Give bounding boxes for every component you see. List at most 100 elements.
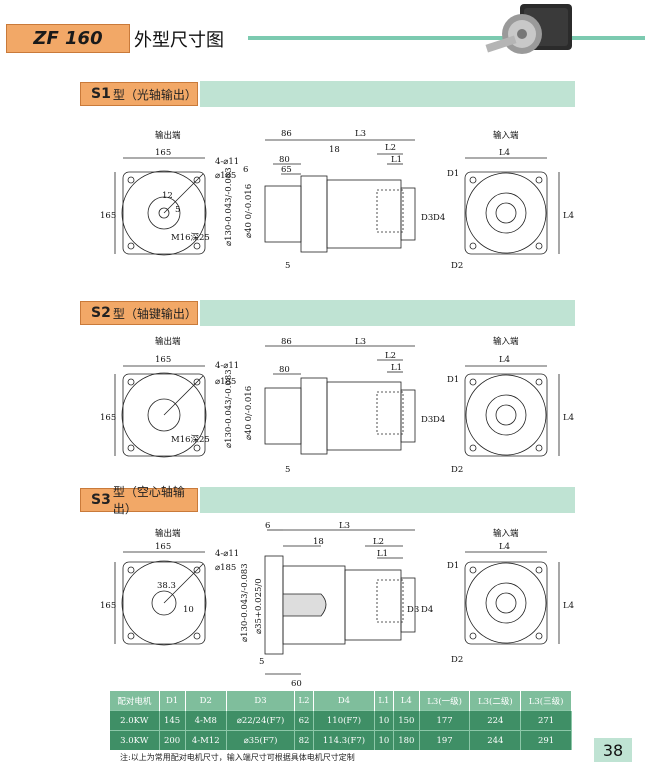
- dim-10: 10: [183, 605, 194, 615]
- header-badge: ZF 160: [6, 24, 130, 53]
- dim-D2: D2: [451, 261, 463, 271]
- s3-drawing: 输出端 输入端 165 165 4-⌀11 ⌀185 38.3 10 6 L3 …: [100, 521, 574, 689]
- dim-L1: L1: [377, 549, 388, 559]
- dim-165: 165: [155, 355, 171, 365]
- dim-L4: L4: [499, 542, 510, 552]
- dim-60: 60: [291, 679, 302, 689]
- dim-L4-v: L4: [563, 211, 574, 221]
- section-s2-badge: S2 型（轴键输出）: [80, 301, 198, 325]
- dim-5: 5: [175, 205, 180, 215]
- col-header: L3(二级): [469, 691, 522, 711]
- dim-65: 65: [281, 165, 292, 175]
- dim-m16: M16深25: [171, 233, 210, 243]
- section-name: 型（空心轴输出）: [112, 485, 185, 516]
- dim-L2: L2: [385, 143, 396, 153]
- table-cell: 180: [393, 730, 420, 750]
- col-header: L2: [294, 691, 314, 711]
- table-cell: 224: [469, 710, 522, 731]
- dim-D3: D3: [421, 213, 433, 223]
- dim-4-11: 4-⌀11: [215, 549, 239, 559]
- col-header: L4: [393, 691, 420, 711]
- section-name: 型（轴键输出）: [112, 306, 197, 321]
- dim-D4: D4: [421, 605, 433, 615]
- table-cell: ⌀22/24(F7): [226, 710, 296, 731]
- table-cell: 177: [419, 710, 471, 731]
- section-code: S2: [91, 305, 111, 321]
- dim-D3: D3: [421, 415, 433, 425]
- dim-L4-v: L4: [563, 413, 574, 423]
- dim-L3: L3: [355, 129, 366, 139]
- dim-phi130: ⌀130-0.043/-0.083: [240, 563, 250, 642]
- dim-L1: L1: [391, 155, 402, 165]
- table-row: 2.0KW 145 4-M8 ⌀22/24(F7) 62 110(F7) 10 …: [110, 710, 572, 731]
- dim-86: 86: [281, 129, 292, 139]
- dim-phi130: ⌀130-0.043/-0.083: [224, 369, 234, 448]
- col-header: D1: [159, 691, 186, 711]
- dim-86: 86: [281, 337, 292, 347]
- table-cell: 110(F7): [313, 710, 375, 731]
- gearbox-photo: [485, 4, 572, 54]
- col-header: L3(三级): [520, 691, 572, 711]
- col-header: D4: [313, 691, 375, 711]
- table-cell: 244: [469, 730, 522, 750]
- section-code: S3: [91, 492, 111, 508]
- table-cell: 2.0KW: [110, 710, 160, 731]
- dim-5b: 5: [285, 465, 290, 475]
- table-cell: 3.0KW: [110, 730, 160, 750]
- col-header: 配对电机: [110, 691, 160, 711]
- s1-drawing: 输出端 输入端 165 165 4-⌀11 ⌀185 12 5 M16深25 8…: [100, 129, 574, 271]
- dim-L1: L1: [391, 363, 402, 373]
- dim-18: 18: [329, 145, 340, 155]
- dim-D2: D2: [451, 465, 463, 475]
- dim-80: 80: [279, 155, 290, 165]
- dim-185: ⌀185: [215, 171, 236, 181]
- input-end-label: 输入端: [493, 528, 519, 539]
- table-cell: 291: [520, 730, 572, 750]
- input-end-label: 输入端: [493, 336, 519, 347]
- table-cell: 197: [419, 730, 471, 750]
- dim-D4: D4: [433, 415, 445, 425]
- dim-D1: D1: [447, 375, 459, 385]
- header-divider: [248, 36, 645, 40]
- dim-185: ⌀185: [215, 377, 236, 387]
- dim-5b: 5: [285, 261, 290, 271]
- table-cell: 150: [393, 710, 420, 731]
- dim-D1: D1: [447, 561, 459, 571]
- col-header: D2: [185, 691, 228, 711]
- s2-drawing: 输出端 输入端 165 165 4-⌀11 ⌀185 M16深25 86 L3 …: [100, 336, 574, 475]
- dim-18: 18: [313, 537, 324, 547]
- dim-6: 6: [243, 165, 248, 175]
- dim-38: 38.3: [157, 581, 176, 591]
- output-end-label: 输出端: [155, 336, 181, 347]
- dim-phi35: ⌀35+0.025/0: [254, 578, 264, 634]
- dim-D2: D2: [451, 655, 463, 665]
- page-title: 外型尺寸图: [134, 30, 224, 51]
- dim-phi130: ⌀130-0.043/-0.083: [224, 167, 234, 246]
- table-cell: ⌀35(F7): [226, 730, 296, 750]
- section-s1-badge: S1 型（光轴输出）: [80, 82, 198, 106]
- dim-4-11: 4-⌀11: [215, 361, 239, 371]
- output-end-label: 输出端: [155, 130, 181, 141]
- table-cell: 4-M8: [185, 710, 228, 731]
- table-cell: 82: [294, 730, 314, 750]
- dim-6: 6: [265, 521, 270, 531]
- dim-phi40: ⌀40 0/-0.016: [244, 184, 254, 238]
- dim-D1: D1: [447, 169, 459, 179]
- dim-L3: L3: [355, 337, 366, 347]
- table-cell: 10: [374, 710, 394, 731]
- dim-L2: L2: [373, 537, 384, 547]
- table-cell: 271: [520, 710, 572, 731]
- section-name: 型（光轴输出）: [112, 87, 197, 102]
- dim-165-v: 165: [100, 413, 116, 423]
- table-cell: 145: [159, 710, 186, 731]
- section-code: S1: [91, 86, 111, 102]
- section-s2-bar: [200, 300, 575, 326]
- section-s3-badge: S3 型（空心轴输出）: [80, 485, 198, 516]
- dim-D4: D4: [433, 213, 445, 223]
- dim-12: 12: [162, 191, 173, 201]
- dim-165-v: 165: [100, 211, 116, 221]
- table-cell: 200: [159, 730, 186, 750]
- dim-165: 165: [155, 148, 171, 158]
- dim-L4: L4: [499, 148, 510, 158]
- dim-L2: L2: [385, 351, 396, 361]
